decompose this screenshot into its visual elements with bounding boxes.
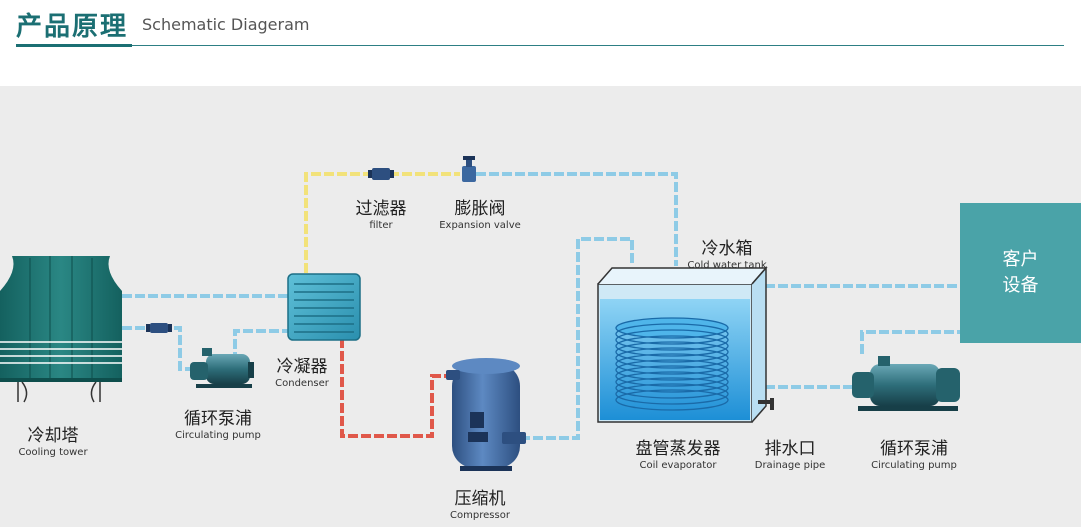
header: 产品原理 Schematic Diageram	[0, 0, 1081, 86]
expansion-valve-icon	[462, 156, 476, 182]
coil-evaporator-label-cn: 盘管蒸发器	[635, 439, 721, 459]
title-accent-bar	[16, 44, 132, 47]
pump-left-label-en: Circulating pump	[175, 430, 261, 441]
title-divider	[16, 45, 1064, 46]
pump-right-icon	[852, 356, 960, 411]
customer-equipment-box: 客户 设备	[960, 203, 1081, 343]
expansion-valve-label-en: Expansion valve	[439, 220, 521, 231]
coil-evaporator-label-en: Coil evaporator	[639, 460, 717, 471]
condenser-label-cn: 冷凝器	[276, 357, 328, 377]
customer-equipment-line2: 设备	[1002, 275, 1039, 296]
compressor-label-cn: 压缩机	[454, 489, 506, 509]
filter-icon	[368, 168, 394, 180]
cooling-tower-label: 冷却塔 Cooling tower	[8, 421, 98, 458]
pipe-pump-to-customer	[860, 330, 962, 354]
pump-right-label-cn: 循环泵浦	[880, 439, 948, 459]
schematic-diagram: 过滤器 filter 膨胀阀 Expansion valve 冷水箱 Cold …	[0, 86, 1081, 527]
drainage-label-en: Drainage pipe	[754, 460, 826, 471]
customer-equipment-line1: 客户	[1002, 249, 1039, 270]
pipe-pump-to-condenser	[233, 329, 290, 362]
pump-left-label-cn: 循环泵浦	[184, 409, 252, 429]
compressor-label: 压缩机 Compressor	[444, 484, 516, 521]
pipe-condenser-to-valve	[304, 172, 460, 273]
cooling-tower-label-cn: 冷却塔	[27, 426, 79, 446]
drainage-label: 排水口 Drainage pipe	[748, 434, 832, 471]
diagram-canvas	[0, 156, 962, 471]
pipe-hot-gas	[340, 338, 450, 438]
condenser-label: 冷凝器 Condenser	[272, 352, 332, 389]
filter-label-en: filter	[369, 220, 393, 231]
pump-right-label: 循环泵浦 Circulating pump	[862, 434, 966, 471]
drainage-label-cn: 排水口	[764, 439, 816, 459]
filter-label: 过滤器 filter	[352, 194, 410, 231]
compressor-icon	[446, 358, 526, 471]
pipe-valve-to-tank	[476, 172, 678, 266]
cooling-tower-icon	[0, 256, 122, 403]
inline-filter-icon	[146, 323, 172, 333]
page-subtitle: Schematic Diageram	[142, 15, 310, 34]
pump-left-label: 循环泵浦 Circulating pump	[168, 404, 268, 441]
coil-evaporator-label: 盘管蒸发器 Coil evaporator	[626, 434, 730, 471]
pump-left-icon	[190, 348, 254, 388]
cold-water-tank-label-en: Cold water tank	[687, 260, 767, 271]
coil-evaporator-icon	[615, 317, 729, 411]
pump-right-label-en: Circulating pump	[871, 460, 957, 471]
condenser-label-en: Condenser	[275, 378, 329, 389]
filter-label-cn: 过滤器	[355, 199, 407, 219]
refrigerant-pipes	[304, 172, 678, 273]
compressor-label-en: Compressor	[450, 510, 510, 521]
pipe-tower-to-pump	[122, 326, 200, 371]
expansion-valve-label-cn: 膨胀阀	[454, 199, 506, 219]
pipe-compressor-to-tank	[520, 237, 634, 440]
cold-water-tank-label-cn: 冷水箱	[701, 239, 753, 259]
expansion-valve-label: 膨胀阀 Expansion valve	[432, 194, 528, 231]
page-title: 产品原理	[16, 12, 129, 42]
cooling-tower-label-en: Cooling tower	[18, 447, 88, 458]
condenser-icon	[287, 273, 361, 341]
cold-water-tank-label: 冷水箱 Cold water tank	[682, 234, 772, 271]
cold-water-tank-icon	[597, 266, 774, 423]
